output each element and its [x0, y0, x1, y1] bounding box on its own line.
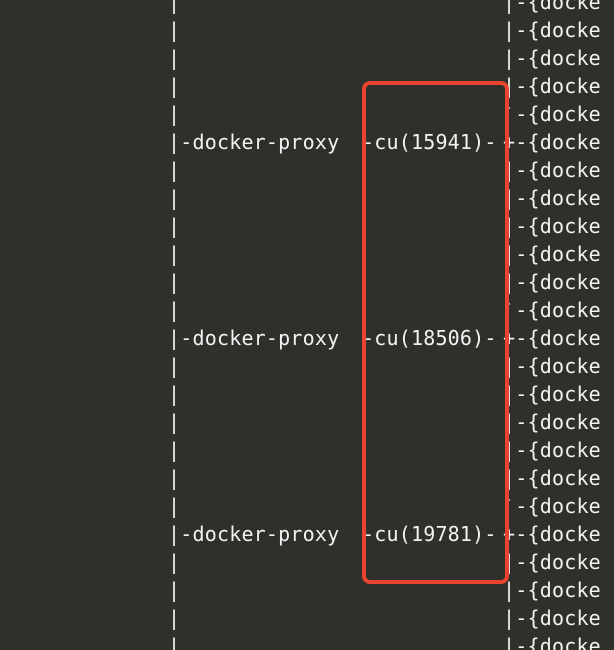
tree-line: | `-{docke [0, 492, 614, 520]
tree-line: |-docker-proxy -cu(19781)- +-{docke [0, 520, 614, 548]
tree-child: |-{docke [503, 74, 601, 98]
tree-child: |-{docke [503, 466, 601, 490]
tree-branch: | [168, 214, 181, 238]
tree-line: | |-{docke [0, 380, 614, 408]
tree-child: |-{docke [503, 578, 601, 602]
tree-line: | |-{docke [0, 352, 614, 380]
tree-child: |-{docke [503, 410, 601, 434]
tree-branch: | [168, 74, 181, 98]
tree-child: |-{docke [503, 382, 601, 406]
tree-child: +-{docke [503, 130, 601, 154]
tree-branch: | [168, 634, 181, 650]
tree-child: +-{docke [503, 326, 601, 350]
tree-child: +-{docke [503, 522, 601, 546]
tree-line: | |-{docke [0, 268, 614, 296]
tree-line: |-docker-proxy -cu(18506)- +-{docke [0, 324, 614, 352]
tree-line: | |-{docke [0, 212, 614, 240]
tree-line: | |-{docke [0, 44, 614, 72]
tree-child: |-{docke [503, 270, 601, 294]
process-id: -cu(18506)- [362, 326, 497, 350]
tree-child: |-{docke [503, 550, 601, 574]
tree-line: | |-{docke [0, 548, 614, 576]
tree-line: | `-{docke [0, 296, 614, 324]
tree-branch: | [168, 186, 181, 210]
tree-child: |-{docke [503, 158, 601, 182]
tree-branch: | [168, 0, 181, 14]
tree-child: |-{docke [503, 634, 601, 650]
tree-branch: | [168, 46, 181, 70]
tree-branch: |-docker-proxy [168, 326, 340, 350]
tree-line: |-docker-proxy -cu(15941)- +-{docke [0, 128, 614, 156]
tree-line: | |-{docke [0, 156, 614, 184]
tree-branch: | [168, 18, 181, 42]
tree-branch: | [168, 298, 181, 322]
process-id: -cu(15941)- [362, 130, 497, 154]
tree-branch: | [168, 550, 181, 574]
tree-branch: | [168, 410, 181, 434]
tree-branch: | [168, 158, 181, 182]
tree-line: | |-{docke [0, 16, 614, 44]
tree-line: | |-{docke [0, 464, 614, 492]
tree-branch: |-docker-proxy [168, 522, 340, 546]
tree-line: | |-{docke [0, 72, 614, 100]
tree-child: |-{docke [503, 242, 601, 266]
tree-branch: | [168, 354, 181, 378]
tree-line: | |-{docke [0, 604, 614, 632]
tree-child: |-{docke [503, 46, 601, 70]
tree-child: `-{docke [503, 298, 601, 322]
tree-branch: |-docker-proxy [168, 130, 340, 154]
tree-child: `-{docke [503, 494, 601, 518]
process-id: -cu(19781)- [362, 522, 497, 546]
tree-branch: | [168, 242, 181, 266]
tree-branch: | [168, 438, 181, 462]
tree-line: | |-{docke [0, 576, 614, 604]
tree-child: |-{docke [503, 438, 601, 462]
tree-child: |-{docke [503, 0, 601, 14]
tree-line: | |-{docke [0, 240, 614, 268]
tree-child: |-{docke [503, 606, 601, 630]
tree-line: | `-{docke [0, 100, 614, 128]
tree-child: `-{docke [503, 102, 601, 126]
tree-line: | |-{docke [0, 184, 614, 212]
tree-branch: | [168, 102, 181, 126]
tree-branch: | [168, 466, 181, 490]
tree-child: |-{docke [503, 214, 601, 238]
tree-branch: | [168, 578, 181, 602]
tree-line: | |-{docke [0, 632, 614, 650]
tree-line: | |-{docke [0, 408, 614, 436]
tree-branch: | [168, 270, 181, 294]
tree-branch: | [168, 382, 181, 406]
tree-branch: | [168, 606, 181, 630]
tree-branch: | [168, 494, 181, 518]
tree-child: |-{docke [503, 18, 601, 42]
tree-child: |-{docke [503, 186, 601, 210]
tree-child: |-{docke [503, 354, 601, 378]
tree-line: | |-{docke [0, 0, 614, 16]
tree-line: | |-{docke [0, 436, 614, 464]
